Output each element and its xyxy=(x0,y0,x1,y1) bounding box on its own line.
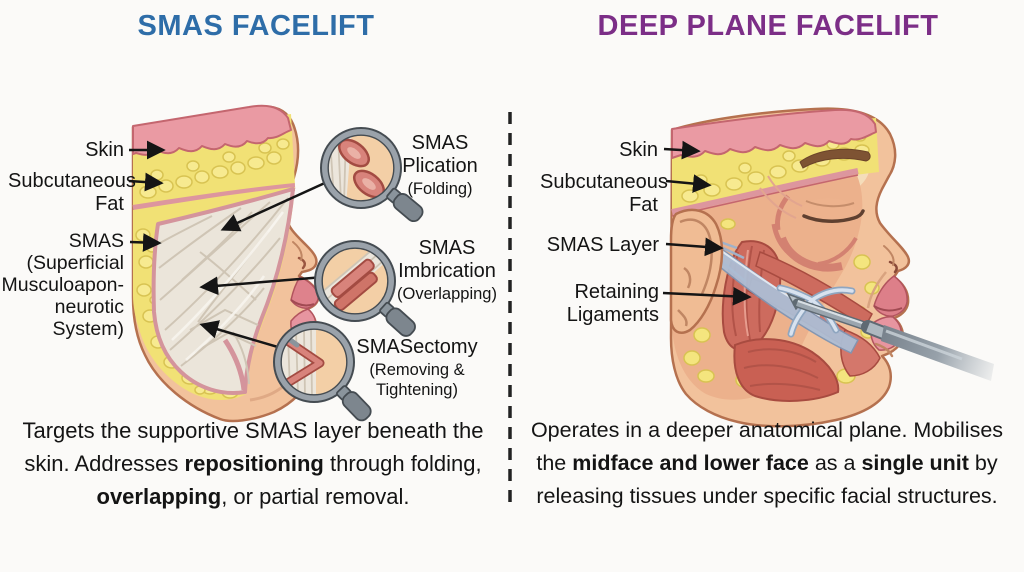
description-segment: , or partial removal. xyxy=(221,484,410,509)
description-segment-bold: single unit xyxy=(861,451,969,475)
right-panel-title: DEEP PLANE FACELIFT xyxy=(597,10,939,42)
label-smas-left: SMAS (Superficial Musculoapon- neurotic … xyxy=(1,230,124,340)
label-skin-left: Skin xyxy=(85,139,124,161)
right-face-deep-plane xyxy=(669,107,994,428)
surgical-elevator-icon xyxy=(786,292,994,381)
label-subcutaneous-fat-right: Subcutaneous Fat xyxy=(540,171,668,216)
technique-name: SMAS Imbrication xyxy=(398,237,496,282)
label-subcutaneous-fat-left: Subcutaneous Fat xyxy=(8,170,136,215)
right-panel-description: Operates in a deeper anatomical plane. M… xyxy=(528,414,1006,513)
label-skin-right: Skin xyxy=(619,139,658,161)
description-segment: by releasing tissues under specific faci… xyxy=(536,451,998,508)
technique-plication-label: SMAS Plication (Folding) xyxy=(390,132,490,199)
technique-smasectomy-label: SMASectomy (Removing & Tightening) xyxy=(352,336,482,400)
label-smas-layer-right: SMAS Layer xyxy=(546,234,659,256)
magnifier-plication-icon xyxy=(320,127,424,223)
description-segment-bold: repositioning xyxy=(184,451,324,476)
right-panel: DEEP PLANE FACELIFT Skin Subcutaneous Fa… xyxy=(512,0,1024,572)
left-panel-description: Targets the supportive SMAS layer beneat… xyxy=(22,414,484,513)
left-panel: SMAS FACELIFT Skin Subcutaneous Fat SMAS… xyxy=(1,10,509,513)
technique-name: SMAS Plication xyxy=(402,132,478,177)
label-retaining-ligaments-right: Retaining Ligaments xyxy=(566,281,659,326)
technique-qualifier: (Removing & Tightening) xyxy=(369,361,465,399)
magnifier-smasectomy-icon xyxy=(273,321,372,422)
technique-imbrication-label: SMAS Imbrication (Overlapping) xyxy=(385,237,509,304)
description-segment: Targets the supportive SMAS layer beneat… xyxy=(22,418,484,476)
description-segment: as a xyxy=(808,451,862,475)
right-label-arrows xyxy=(662,140,752,306)
description-segment: Operates in a deeper anatomical plane. M… xyxy=(530,418,1004,475)
right-face-features xyxy=(799,148,908,358)
magnifier-imbrication-icon xyxy=(314,240,416,337)
left-smas-layer xyxy=(151,187,295,395)
description-segment-bold: overlapping xyxy=(96,484,222,509)
left-connector-arrows xyxy=(199,180,328,352)
technique-qualifier: (Folding) xyxy=(407,180,473,198)
description-segment-bold: midface and lower face xyxy=(572,451,809,475)
technique-qualifier: (Overlapping) xyxy=(397,285,497,303)
description-segment: through folding, xyxy=(323,451,482,476)
technique-name: SMASectomy xyxy=(356,336,478,358)
left-label-arrows xyxy=(128,140,166,252)
right-skin-layer xyxy=(671,108,877,159)
left-panel-title: SMAS FACELIFT xyxy=(137,10,375,42)
